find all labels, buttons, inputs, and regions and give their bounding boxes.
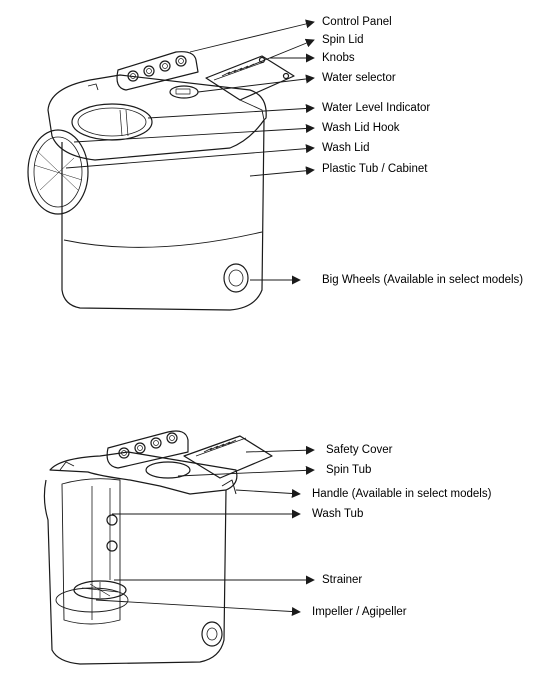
label-control-panel: Control Panel	[322, 16, 392, 28]
leader-water-level	[147, 103, 315, 119]
label-big-wheels: Big Wheels (Available in select models)	[322, 274, 524, 286]
label-water-selector: Water selector	[322, 72, 396, 84]
leader-spin-lid	[249, 38, 315, 67]
leader-plastic-tub	[249, 166, 315, 177]
label-strainer: Strainer	[322, 574, 363, 586]
bottom-machine-illustration	[43, 430, 273, 665]
label-spin-tub: Spin Tub	[326, 464, 372, 476]
label-wash-lid-hook: Wash Lid Hook	[322, 122, 400, 134]
label-safety-cover: Safety Cover	[326, 444, 393, 456]
label-impeller-agipeller: Impeller / Agipeller	[312, 606, 407, 618]
leader-impeller	[95, 599, 301, 617]
leader-wash-lid-hook	[73, 123, 315, 143]
top-leader-lines	[65, 19, 315, 285]
top-machine-illustration	[27, 51, 295, 311]
label-knobs: Knobs	[322, 52, 355, 64]
leader-wash-lid	[65, 144, 315, 169]
label-plastic-tub-cabinet: Plastic Tub / Cabinet	[322, 163, 428, 175]
leader-handle	[235, 489, 301, 498]
leader-control-panel	[189, 19, 315, 53]
bottom-leader-lines	[95, 445, 315, 617]
label-handle: Handle (Available in select models)	[312, 488, 492, 500]
leader-spin-tub	[177, 465, 315, 477]
label-wash-lid: Wash Lid	[322, 142, 370, 154]
label-water-level-indicator: Water Level Indicator	[322, 102, 431, 114]
leader-safety-cover	[245, 445, 315, 455]
leader-water-selector	[197, 74, 315, 93]
label-wash-tub: Wash Tub	[312, 508, 364, 520]
label-spin-lid: Spin Lid	[322, 34, 364, 46]
